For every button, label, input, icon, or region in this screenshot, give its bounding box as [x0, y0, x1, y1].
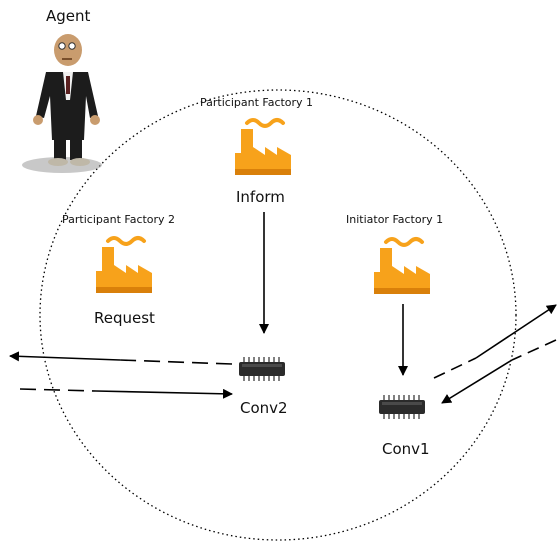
- conv1-outgoing-dashed: [433, 357, 477, 379]
- agent-figure-icon: [22, 34, 102, 173]
- factory-title: Initiator Factory 1: [346, 213, 444, 226]
- factory-message: Request: [94, 309, 155, 327]
- conv2-outgoing-dashed: [119, 359, 233, 365]
- conv2-incoming-arrow: [95, 388, 233, 399]
- conversation-label: Conv1: [382, 440, 430, 458]
- conv1-incoming-dashed: [511, 339, 557, 361]
- factory-title: Participant Factory 2: [62, 213, 176, 226]
- chip-icon: [238, 356, 286, 382]
- factory-icon: [372, 237, 432, 296]
- chip-icon: [378, 394, 426, 420]
- factory-title: Participant Factory 1: [200, 96, 314, 109]
- conv2-outgoing-arrow: [9, 351, 121, 362]
- agent-label: Agent: [46, 7, 91, 25]
- agent-boundary-circle: [39, 89, 517, 541]
- conv2-incoming-dashed: [19, 388, 97, 392]
- factory-icon: [233, 118, 293, 177]
- conversation-label: Conv2: [240, 399, 288, 417]
- conv1-outgoing-arrow: [475, 304, 557, 359]
- factory-icon: [94, 236, 154, 295]
- factory-message: Inform: [236, 188, 285, 206]
- conv1-incoming-arrow: [441, 359, 513, 404]
